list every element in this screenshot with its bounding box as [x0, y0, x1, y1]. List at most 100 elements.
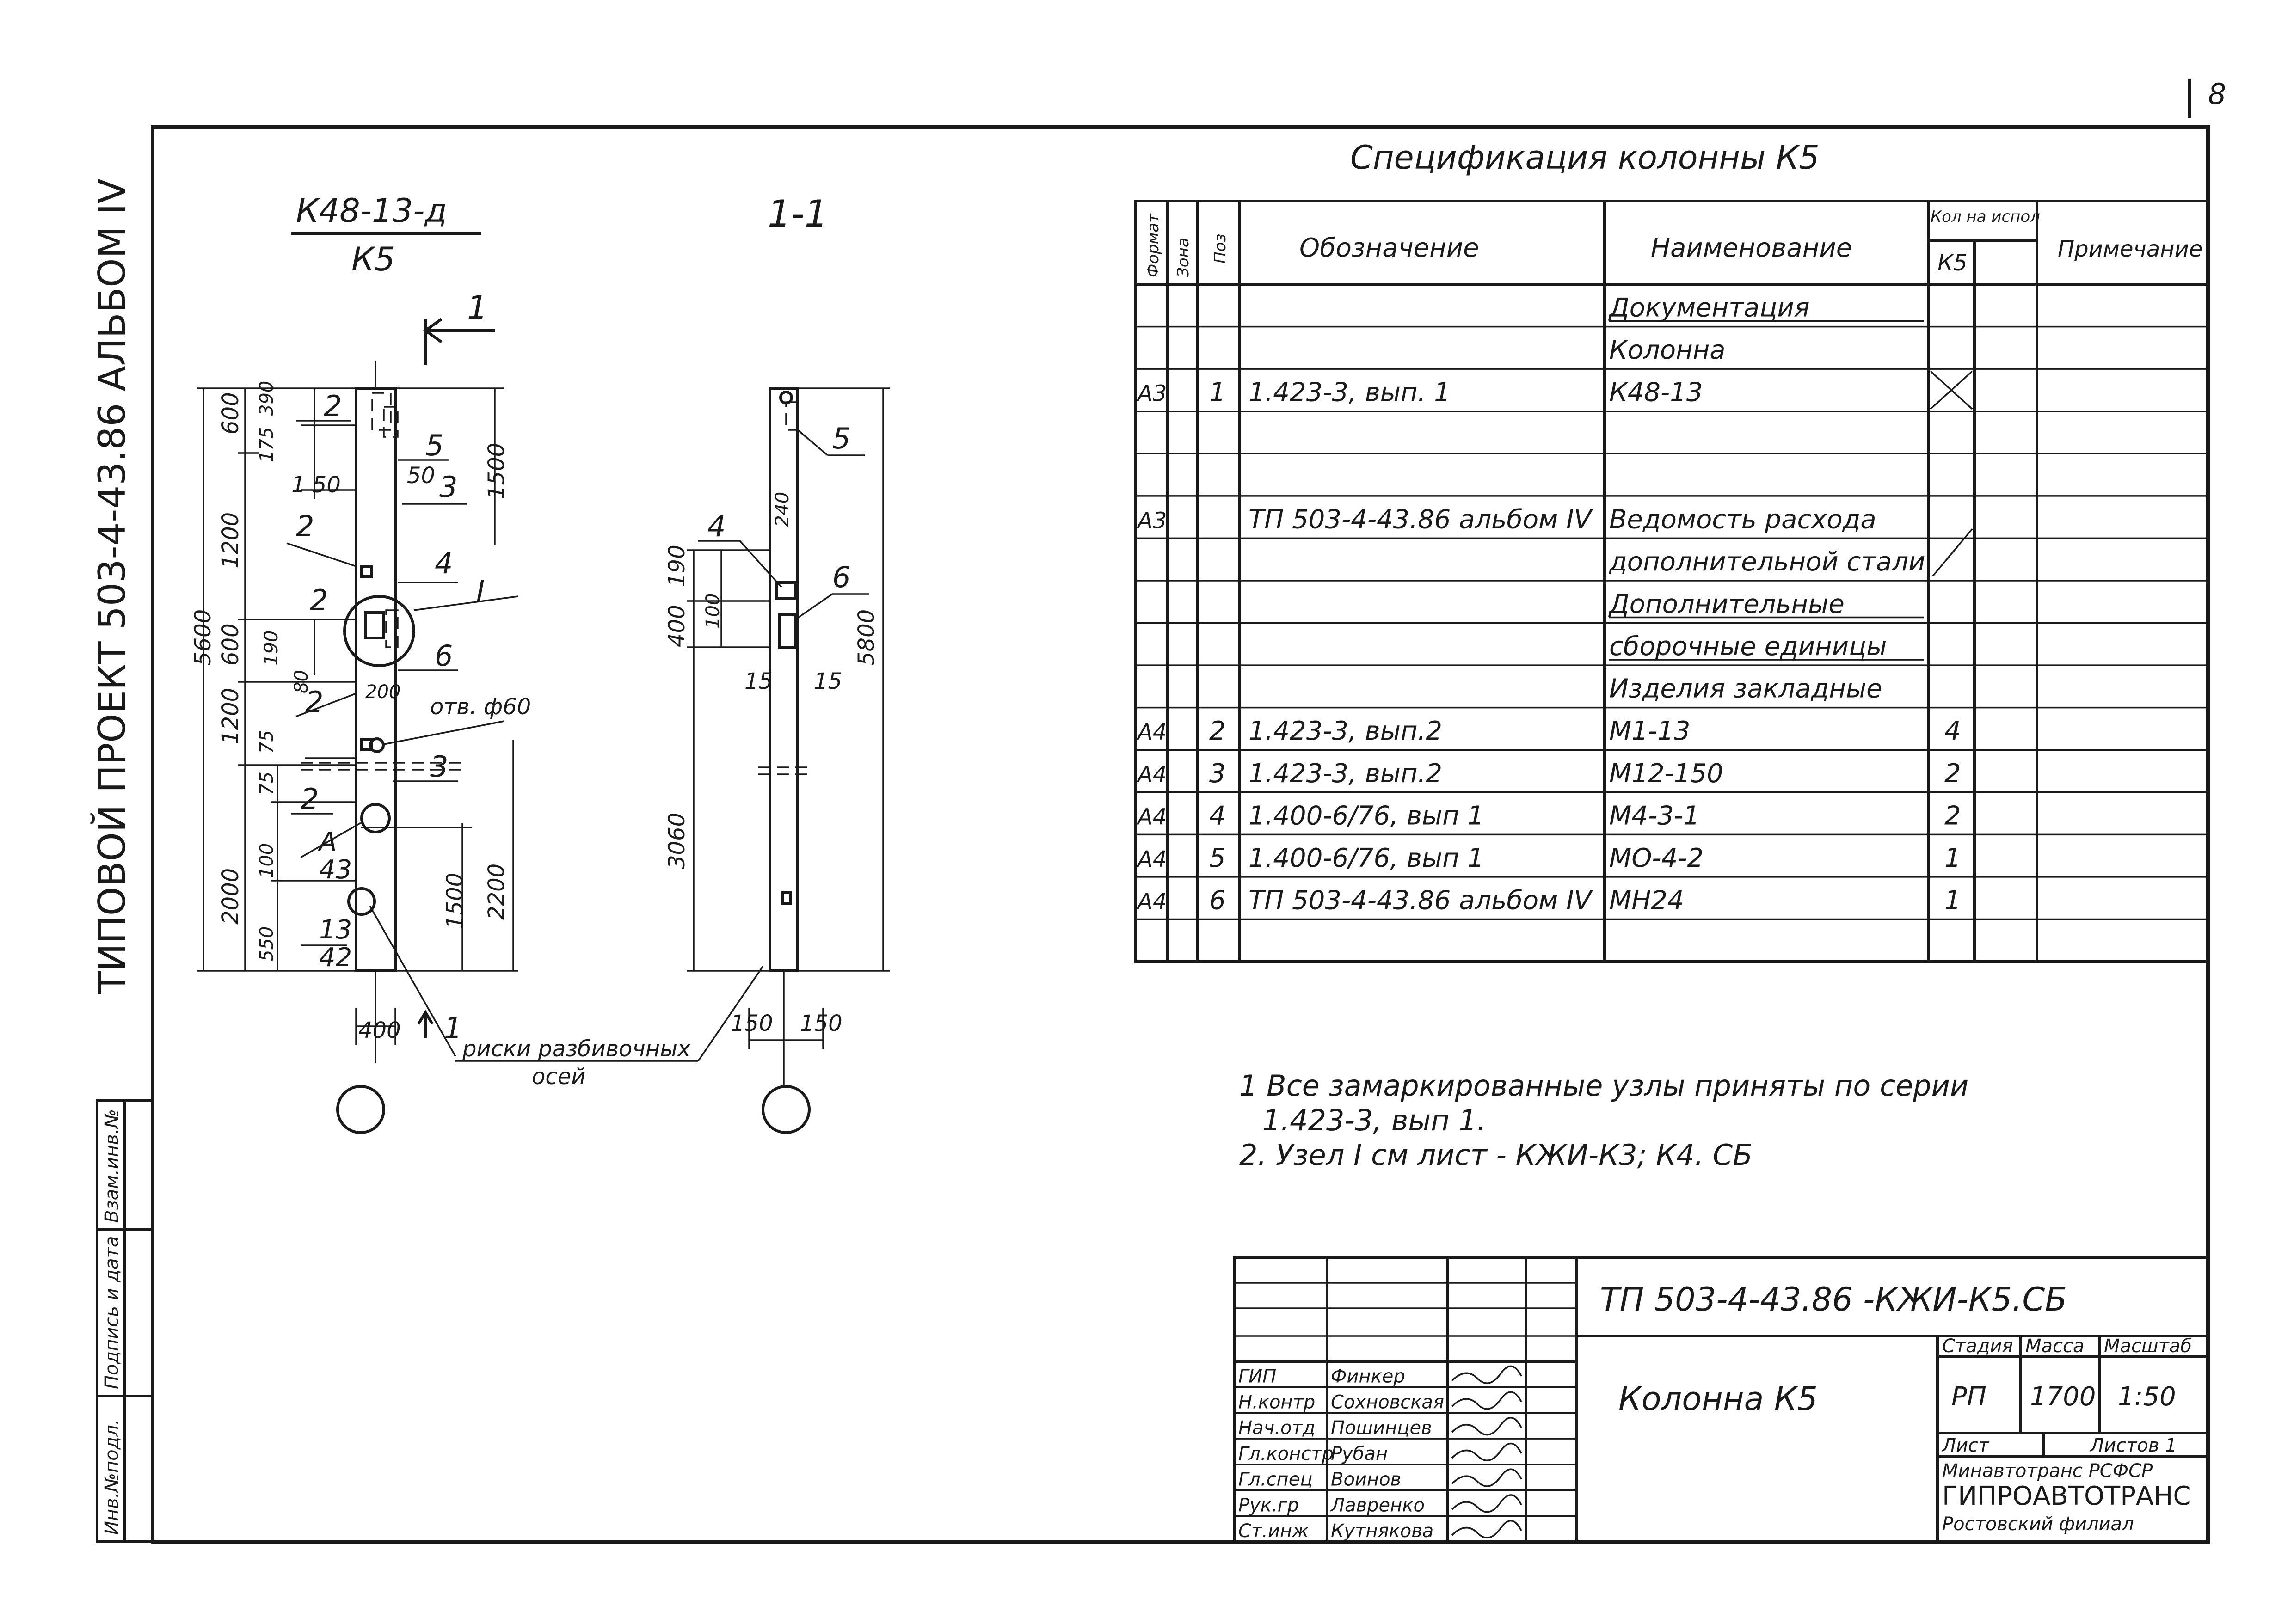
staff-role: Гл.констр: [1238, 1443, 1334, 1465]
notes: 1 Все замаркированные узлы приняты по се…: [1239, 1069, 1968, 1172]
sheet-label: Лист: [1941, 1435, 1990, 1456]
dim-1500a: 1500: [484, 443, 510, 499]
spec-cell-designation: 1.423-3, вып. 1: [1248, 378, 1451, 408]
section-dim-190: 190: [664, 545, 690, 587]
dim-550: 550: [256, 926, 277, 962]
spec-cell-qty: 4: [1944, 716, 1961, 746]
stamp-replace-inv: Взам.инв.№: [101, 1109, 123, 1223]
section-dim-150b: 150: [800, 1011, 843, 1036]
staff-role: Нач.отд: [1238, 1417, 1315, 1439]
spec-cell-pos: 2: [1209, 716, 1226, 746]
section-body: [769, 387, 799, 972]
callout-2-top: 2: [324, 389, 342, 423]
dim-2000: 2000: [218, 868, 244, 925]
spec-cell-qty: 1: [1944, 843, 1961, 873]
section-dim-240: 240: [772, 492, 793, 527]
dim-600b: 600: [218, 623, 244, 666]
hdr-pos: Поз: [1211, 234, 1230, 264]
spec-cell-name: Изделия закладные: [1609, 674, 1882, 704]
staff-name: Финкер: [1331, 1366, 1405, 1387]
dim-75a: 75: [256, 730, 277, 754]
spec-cross-line: [1930, 370, 1973, 410]
mass-value: 1700: [2030, 1382, 2096, 1412]
stamp-inv-no: Инв.№подл.: [101, 1419, 123, 1535]
dim-1200b: 1200: [218, 688, 244, 744]
dim-80: 80: [291, 670, 312, 693]
section-dim-3060: 3060: [664, 813, 690, 869]
column-elevation: К48-13-д К5 1: [190, 192, 764, 1134]
staff-role: Гл.спец: [1238, 1469, 1313, 1490]
dim-175: 175: [256, 427, 277, 462]
dim-400: 400: [358, 1017, 401, 1043]
spec-cell-format: А4: [1136, 846, 1167, 872]
spec-cell-designation: 1.423-3, вып.2: [1248, 759, 1442, 789]
spec-cell-name: Документация: [1608, 293, 1809, 323]
spec-cell-pos: 3: [1209, 759, 1226, 789]
spec-cell-pos: 1: [1209, 378, 1226, 408]
staff-role: Ст.инж: [1238, 1520, 1309, 1542]
section-dim-400: 400: [664, 605, 690, 647]
axis-bubble-elevation: [336, 1085, 385, 1134]
spec-cell-format: А4: [1136, 719, 1167, 745]
staff-name: Кутнякова: [1331, 1520, 1433, 1542]
spec-cell-name: М4-3-1: [1609, 801, 1700, 831]
spec-cell-qty: 2: [1944, 759, 1961, 789]
staff-name: Сохновская: [1331, 1391, 1444, 1413]
callout-43: 43: [319, 855, 352, 885]
signature: [1451, 1417, 1522, 1436]
spec-cell-designation: 1.400-6/76, вып 1: [1248, 843, 1484, 873]
callout-2-low: 2: [305, 685, 323, 719]
spec-cell-name: дополнительной стали: [1609, 547, 1925, 577]
signature: [1451, 1391, 1522, 1410]
section-label: 1-1: [768, 192, 828, 235]
dim-2200: 2200: [484, 864, 510, 920]
spec-table: Спецификация колонны К5 Формат Зона Поз …: [1134, 139, 2209, 963]
staff-role: ГИП: [1238, 1366, 1276, 1387]
callout-42: 42: [319, 943, 352, 973]
spec-cell-name: Дополнительные: [1608, 589, 1845, 619]
spec-cell-pos: 5: [1209, 843, 1226, 873]
callout-2-bottom: 2: [301, 782, 319, 816]
spec-cell-qty: 2: [1944, 801, 1961, 831]
dim-50: 50: [407, 463, 435, 489]
callout-6: 6: [435, 639, 453, 673]
axis-note-line1: риски разбивочных: [462, 1036, 691, 1062]
stamp-sign-date: Подпись и дата: [101, 1236, 123, 1389]
axis-bubble-section: [762, 1085, 811, 1134]
sheet-number: 8: [2208, 77, 2226, 111]
org-line1: Минавтотранс РСФСР: [1942, 1460, 2153, 1482]
hdr-qty-k5: К5: [1937, 250, 1968, 276]
section-1-1: 1-1 5800 190 400 100 3060 240 15 15 5 4: [664, 192, 890, 1134]
staff-role: Рук.гр: [1238, 1495, 1299, 1516]
callout-5: 5: [425, 429, 443, 462]
object-name: Колонна К5: [1618, 1380, 1818, 1418]
section-callout-5: 5: [832, 422, 850, 455]
doc-code: ТП 503-4-43.86 -КЖИ-К5.СБ: [1600, 1281, 2067, 1318]
staff-name: Пошинцев: [1331, 1417, 1432, 1439]
note-1: 1 Все замаркированные узлы приняты по се…: [1239, 1069, 1968, 1103]
staff-name: Лавренко: [1330, 1495, 1425, 1516]
dim-190: 190: [261, 631, 282, 666]
hdr-note: Примечание: [2058, 236, 2202, 262]
cut-marker-top: 1: [467, 289, 488, 327]
org-line3: Ростовский филиал: [1942, 1514, 2134, 1535]
section-callout-6: 6: [832, 560, 850, 594]
mass-label: Масса: [2025, 1336, 2085, 1357]
callout-2-mid: 2: [296, 509, 314, 543]
signature: [1451, 1365, 1522, 1384]
spec-cell-format: А3: [1136, 381, 1167, 407]
axis-note-line2: осей: [532, 1064, 585, 1090]
note-2: 2. Узел I см лист - КЖИ-К3; К4. СБ: [1239, 1138, 1753, 1172]
column-body: [355, 387, 397, 972]
spec-cell-pos: 4: [1209, 801, 1226, 831]
dim-1200a: 1200: [218, 512, 244, 569]
callout-4-left: 2: [310, 583, 328, 617]
spec-cell-name: Ведомость расхода: [1609, 504, 1876, 534]
spec-cell-name: Колонна: [1609, 335, 1726, 365]
cut-marker-bottom: 1: [444, 1011, 462, 1045]
dim-75b: 75: [256, 772, 277, 795]
